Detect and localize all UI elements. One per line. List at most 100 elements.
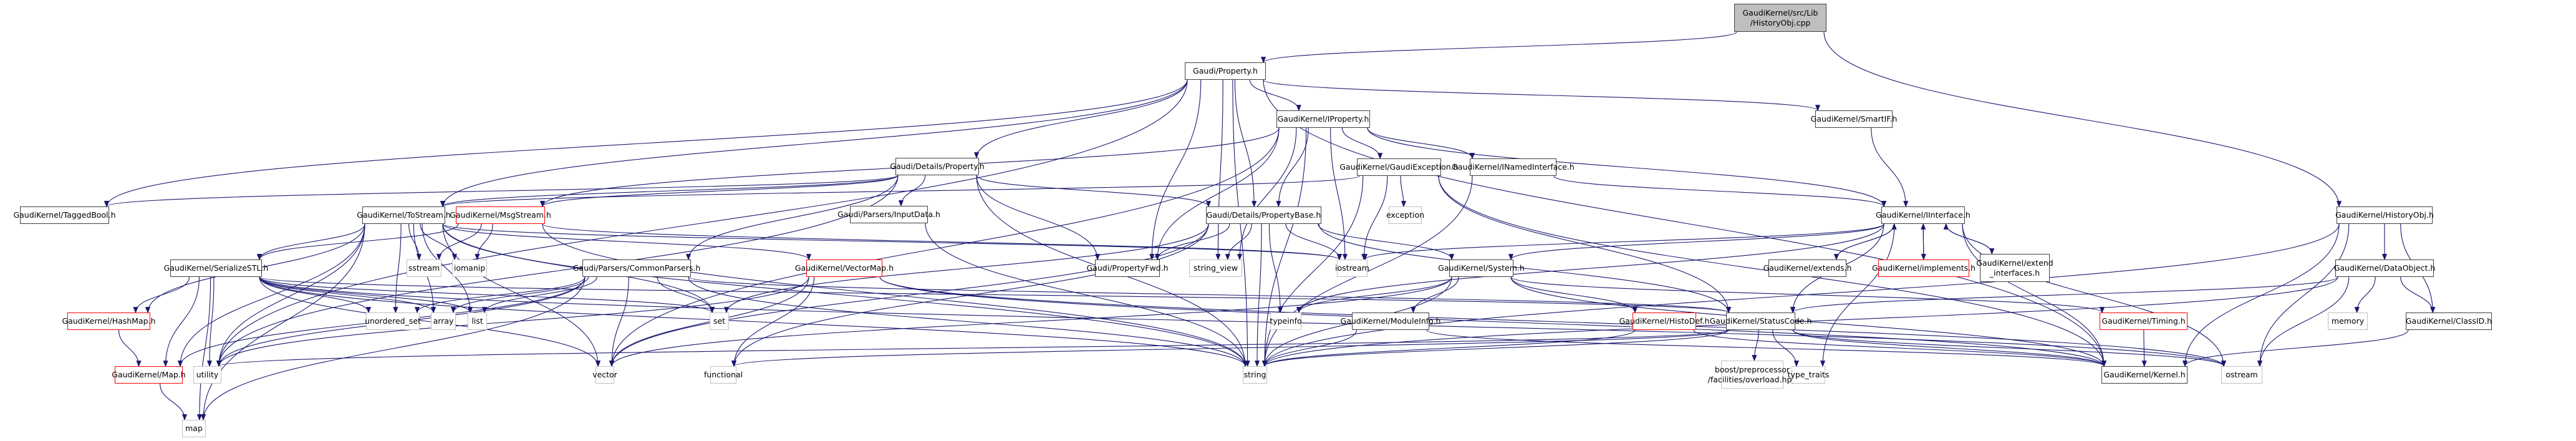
edge-property-to-iproperty bbox=[1249, 79, 1300, 111]
node-unordered-set: unordered_set bbox=[365, 313, 421, 330]
arrowhead-iproperty-to-propbase bbox=[1276, 201, 1281, 208]
arrowhead-extend_interfaces-to-iinterface bbox=[1943, 223, 1949, 230]
node-histodef-h[interactable]: GaudiKernel/HistoDef.h bbox=[1619, 313, 1709, 330]
arrowhead-detprop-to-inputdata bbox=[898, 200, 904, 207]
arrowhead-statuscode-to-ostream bbox=[2221, 361, 2227, 367]
edge-histodef-to-kernel bbox=[1693, 329, 2105, 367]
node-utility: utility bbox=[193, 366, 221, 384]
edge-statuscode-to-ostream bbox=[1792, 329, 2224, 367]
edge-property-to-propbase bbox=[1234, 79, 1255, 207]
arrowhead-timing-to-kernel bbox=[2141, 361, 2147, 367]
node-root-historyobj-cpp: GaudiKernel/src/Lib /HistoryObj.cpp bbox=[1734, 4, 1826, 32]
node-hashmap-h[interactable]: GaudiKernel/HashMap.h bbox=[62, 313, 155, 330]
arrowhead-dataobject-to-string bbox=[1261, 361, 1268, 367]
node-gaudi-property-h[interactable]: Gaudi/Property.h bbox=[1185, 62, 1266, 80]
arrowhead-system-to-moduleinfo bbox=[1411, 307, 1416, 314]
edge-system-to-typeinfo bbox=[1298, 276, 1452, 313]
arrowhead-commonparsers-to-array bbox=[450, 307, 456, 314]
node-taggedbool-h[interactable]: GaudiKernel/TaggedBool.h bbox=[13, 206, 116, 224]
edge-smartif-to-iinterface bbox=[1871, 127, 1906, 207]
node-smartif-h[interactable]: GaudiKernel/SmartIF.h bbox=[1811, 110, 1897, 128]
edge-commonparsers-to-vector bbox=[611, 276, 629, 367]
edge-tostream-to-set bbox=[442, 223, 713, 313]
edge-tostream-to-serializestl bbox=[259, 223, 365, 260]
edge-iproperty-to-propbase bbox=[1278, 127, 1309, 207]
node-vectormap-h[interactable]: GaudiKernel/VectorMap.h bbox=[795, 259, 894, 277]
arrowhead-property-to-detprop bbox=[973, 152, 980, 159]
node-map: map bbox=[182, 420, 206, 437]
node-moduleinfo-h[interactable]: GaudiKernel/ModuleInfo.h bbox=[1341, 313, 1440, 330]
node-kernel-h[interactable]: GaudiKernel/Kernel.h bbox=[2101, 366, 2188, 384]
node-msgstream-h[interactable]: GaudiKernel/MsgStream.h bbox=[450, 206, 551, 224]
node-map-h[interactable]: GaudiKernel/Map.h bbox=[112, 366, 186, 384]
node-iproperty-h[interactable]: GaudiKernel/IProperty.h bbox=[1276, 110, 1370, 128]
arrowhead-system-to-timing bbox=[2099, 307, 2105, 314]
arrowhead-msgstream-to-sstream bbox=[436, 254, 442, 261]
arrowhead-commonparsers-to-statuscode bbox=[1725, 307, 1732, 314]
node-sstream: sstream bbox=[407, 259, 441, 277]
edge-detprop-to-taggedbool bbox=[106, 175, 899, 207]
node-gaudiexception-h[interactable]: GaudiKernel/GaudiException.h bbox=[1339, 158, 1459, 176]
node-propertybase-h[interactable]: Gaudi/Details/PropertyBase.h bbox=[1206, 206, 1321, 224]
node-set: set bbox=[710, 313, 729, 330]
node-iinterface-h[interactable]: GaudiKernel/IInterface.h bbox=[1876, 206, 1971, 224]
edge-histodef-to-string bbox=[1264, 329, 1636, 367]
edge-iinterface-to-ostream bbox=[1962, 223, 2224, 367]
edge-vectormap-to-utility bbox=[218, 276, 809, 367]
edge-propbase-to-statuscode bbox=[1318, 223, 1729, 313]
edge-property-to-detprop bbox=[976, 79, 1188, 158]
node-propertyfwd-h[interactable]: Gaudi/PropertyFwd.h bbox=[1086, 259, 1169, 277]
arrowhead-propbase-to-string_view bbox=[1225, 254, 1230, 261]
arrowhead-serializestl-to-map_h bbox=[163, 361, 168, 367]
edge-dataobject-to-statuscode bbox=[1792, 276, 2338, 313]
node-statuscode-h[interactable]: GaudiKernel/StatusCode.h bbox=[1710, 313, 1811, 330]
arrowhead-iproperty-to-iostream bbox=[1342, 254, 1348, 261]
arrowhead-property-to-string_view bbox=[1215, 254, 1221, 261]
arrowhead-commonparsers-to-unordered_set bbox=[414, 307, 420, 314]
edge-msgstream-to-serializestl bbox=[259, 223, 459, 260]
edge-property-to-utility bbox=[218, 79, 1188, 367]
arrowhead-property-to-propertyfwd bbox=[1149, 254, 1155, 261]
arrowhead-commonparsers-to-string bbox=[1242, 361, 1248, 367]
arrowhead-root-to-historyobj bbox=[2336, 201, 2342, 208]
node-timing-h[interactable]: GaudiKernel/Timing.h bbox=[2100, 313, 2188, 330]
node-tostream-h[interactable]: GaudiKernel/ToStream.h bbox=[357, 206, 451, 224]
arrowhead-statuscode-to-utility bbox=[216, 361, 222, 367]
edge-detprop-to-tostream bbox=[442, 175, 899, 207]
node-inputdata-h[interactable]: Gaudi/Parsers/InputData.h bbox=[837, 206, 940, 223]
node-details-property-h[interactable]: Gaudi/Details/Property.h bbox=[890, 158, 985, 175]
node-implements-h[interactable]: GaudiKernel/implements.h bbox=[1872, 259, 1975, 277]
node-ostream: ostream bbox=[2221, 366, 2262, 384]
edge-gaudiexc-to-string bbox=[1264, 175, 1364, 367]
arrowhead-gaudiexc-to-exception bbox=[1401, 201, 1407, 208]
edge-detprop-to-commonparsers bbox=[688, 175, 899, 260]
node-inamedinterface-h[interactable]: GaudiKernel/INamedInterface.h bbox=[1452, 158, 1575, 176]
node-extend-interfaces-h[interactable]: GaudiKernel/extend _interfaces.h bbox=[1976, 254, 2053, 282]
edge-statuscode-to-kernel bbox=[1792, 329, 2105, 367]
arrowhead-statuscode-to-type_traits bbox=[1793, 361, 1799, 367]
arrowhead-iinterface-to-system bbox=[1508, 254, 1514, 261]
edge-map_h-to-map bbox=[160, 383, 185, 420]
node-classid-h[interactable]: GaudiKernel/ClassID.h bbox=[2406, 313, 2492, 330]
arrowhead-propbase-to-string bbox=[1254, 361, 1260, 367]
edge-propbase-to-vector bbox=[611, 223, 1209, 367]
node-dataobject-h[interactable]: GaudiKernel/DataObject.h bbox=[2334, 259, 2435, 277]
node-serializestl-h[interactable]: GaudiKernel/SerializeSTL.h bbox=[164, 259, 268, 277]
edge-commonparsers-to-unordered_set bbox=[417, 276, 586, 313]
edge-historyobj-to-ostream bbox=[2259, 223, 2350, 367]
edge-serializestl-to-hashmap bbox=[135, 276, 190, 313]
edge-root-to-property bbox=[1263, 31, 1737, 63]
edge-hashmap-to-map_h bbox=[118, 329, 140, 367]
edge-system-to-vector bbox=[611, 276, 1452, 367]
node-exception: exception bbox=[1386, 206, 1424, 224]
edge-iinterface-to-iostream bbox=[1364, 223, 1884, 260]
edge-tostream-to-map bbox=[203, 223, 365, 420]
edge-vectormap-to-ostream bbox=[879, 276, 2224, 367]
node-historyobj-h[interactable]: GaudiKernel/HistoryObj.h bbox=[2335, 206, 2434, 224]
arrowhead-iproperty-to-gaudiexc bbox=[1377, 153, 1383, 160]
node-commonparsers-h[interactable]: Gaudi/Parsers/CommonParsers.h bbox=[573, 259, 700, 277]
node-extends-h[interactable]: GaudiKernel/extends.h bbox=[1763, 259, 1851, 277]
node-system-h[interactable]: GaudiKernel/System.h bbox=[1438, 259, 1525, 277]
edge-serializestl-to-utility bbox=[209, 276, 215, 367]
